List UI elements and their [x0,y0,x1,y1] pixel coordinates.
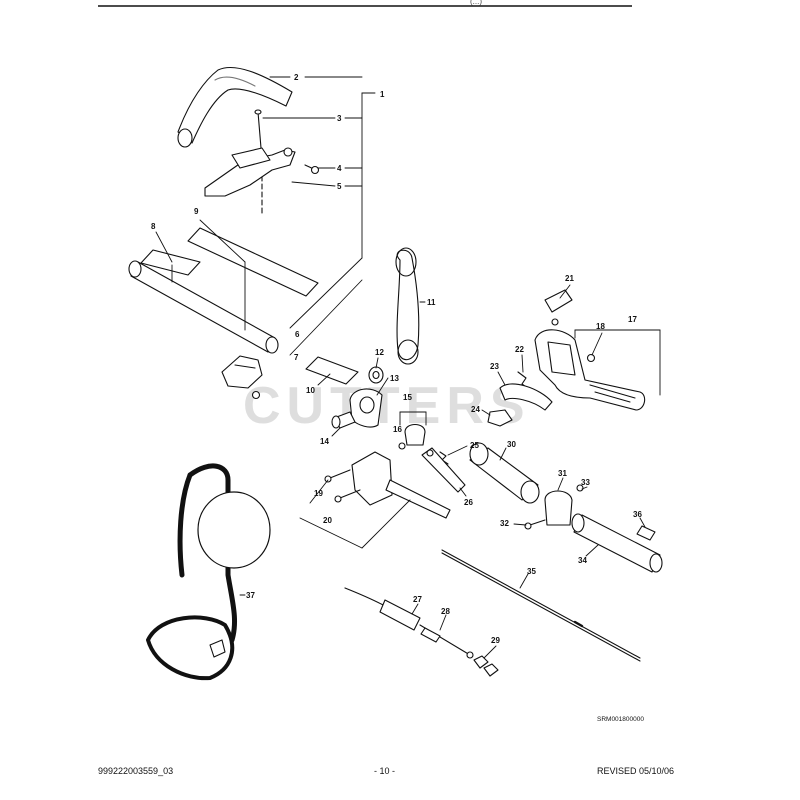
header-fragment: (...) [470,0,482,6]
part-23-trigger [499,383,553,411]
part-16-screw [398,442,406,450]
callout-28: 28 [441,607,450,616]
callout-35: 35 [527,567,536,576]
part-35-driveshaft [441,549,641,662]
part-36-tag [636,525,656,541]
part-27-cable [344,587,421,631]
part-30-foam-grip [469,442,540,504]
callout-16: 16 [393,425,402,434]
callout-32: 32 [500,519,509,528]
part-20-housing [351,451,451,519]
part-11-loop [395,247,420,365]
drawing-code: SRM001800000 [597,716,644,723]
part-32-screw [524,519,546,530]
callout-numbers: 1 2 3 4 5 6 7 8 9 10 11 12 13 14 15 16 1… [151,73,642,645]
callout-22: 22 [515,345,524,354]
callout-6: 6 [295,330,300,339]
part-2-handle-grip [177,66,293,148]
callout-34: 34 [578,556,587,565]
callout-1: 1 [380,90,385,99]
callout-7: 7 [294,353,299,362]
callout-14: 14 [320,437,329,446]
part-8-decal [140,249,201,276]
part-9-decal [187,227,319,297]
callout-33: 33 [581,478,590,487]
callout-26: 26 [464,498,473,507]
part-6-shaft-tube [128,260,279,354]
part-37-harness [146,463,271,681]
watermark: CUTTERS [243,377,531,435]
part-10-decal [305,356,359,385]
callout-25: 25 [470,441,479,450]
part-17-handle-housing [534,329,646,411]
callout-12: 12 [375,348,384,357]
callout-19: 19 [314,489,323,498]
callout-18: 18 [596,322,605,331]
callout-8: 8 [151,222,156,231]
callout-3: 3 [337,114,342,123]
part-13-clamp [349,388,383,428]
part-24-lockout [487,409,513,427]
callout-10: 10 [306,386,315,395]
part-15-clip [404,423,426,446]
callout-11: 11 [427,298,436,307]
callout-4: 4 [337,164,342,173]
callout-24: 24 [471,405,480,414]
callout-36: 36 [633,510,642,519]
part-34-tube [571,513,663,573]
callout-27: 27 [413,595,422,604]
part-4-screw [304,164,320,175]
callout-30: 30 [507,440,516,449]
part-7-clamp [221,355,263,400]
callout-5: 5 [337,182,342,191]
callout-31: 31 [558,469,567,478]
part-29-nuts [473,655,499,677]
part-26-lever [421,447,466,493]
part-19-screws [324,469,361,503]
part-14-bolt [331,411,356,429]
part-5-bracket [204,147,296,197]
callout-15: 15 [403,393,412,402]
footer-part-number: 999222003559_03 [98,766,174,776]
callout-21: 21 [565,274,574,283]
part-21-switch [544,289,573,326]
callout-13: 13 [390,374,399,383]
part-33-nut [576,484,584,492]
footer-revised-date: REVISED 05/10/06 [597,766,675,776]
leader-lines [155,76,661,659]
callout-20: 20 [323,516,332,525]
part-31-clamp [544,490,573,526]
part-18-nut [586,353,596,363]
callout-37: 37 [246,591,255,600]
callout-17: 17 [628,315,637,324]
footer-page-number: - 10 - [374,766,396,776]
callout-29: 29 [491,636,500,645]
part-12-spacer [368,366,384,384]
part-28-cable-end [419,624,474,659]
callout-23: 23 [490,362,499,371]
callout-2: 2 [294,73,299,82]
callout-9: 9 [194,207,199,216]
